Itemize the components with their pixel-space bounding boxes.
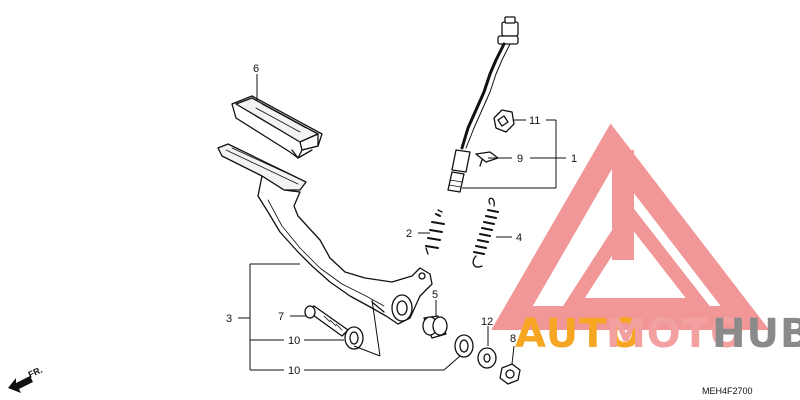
brake-pedal-arm-part [217,143,433,325]
watermark-word-auto: AUTO [515,311,643,357]
callout-3: 3 [226,313,232,325]
pedal-rubber-part [231,95,323,159]
pivot-bolt-part [304,305,349,337]
callout-5: 5 [432,289,438,301]
callout-11: 11 [529,115,540,127]
nut-part [499,363,521,385]
watermark-wordmark: AUTO MOTO HUB [515,311,800,357]
watermark-logo-icon [491,123,770,330]
brake-light-switch-part [447,16,519,193]
switch-spring-part [425,209,445,255]
callout-2: 2 [406,228,412,240]
front-direction-arrow-icon: FR. [8,365,44,393]
front-direction-label: FR. [27,365,44,380]
watermark-word-moto: MOTO [606,311,745,357]
washer-part [477,347,497,369]
callouts: 6 11 9 1 2 4 3 7 10 10 5 12 8 [226,63,577,377]
callout-10-lower: 10 [288,365,300,377]
collar-part [422,315,448,339]
leader-lines [238,74,566,371]
callout-7: 7 [278,311,284,323]
dust-seal-lower-part [454,334,474,358]
callout-1: 1 [571,153,577,165]
callout-6: 6 [253,63,259,75]
callout-9: 9 [517,153,523,165]
return-spring-part [472,197,499,268]
callout-4: 4 [516,232,522,244]
diagram-part-code: MEH4F2700 [702,386,753,396]
callout-8: 8 [510,333,516,345]
clip-part [493,109,515,133]
watermark-word-hub: HUB [712,311,800,357]
callout-12: 12 [481,316,493,328]
spring-clip-part [475,151,499,167]
callout-10-upper: 10 [288,335,300,347]
dust-seal-part [344,326,364,350]
